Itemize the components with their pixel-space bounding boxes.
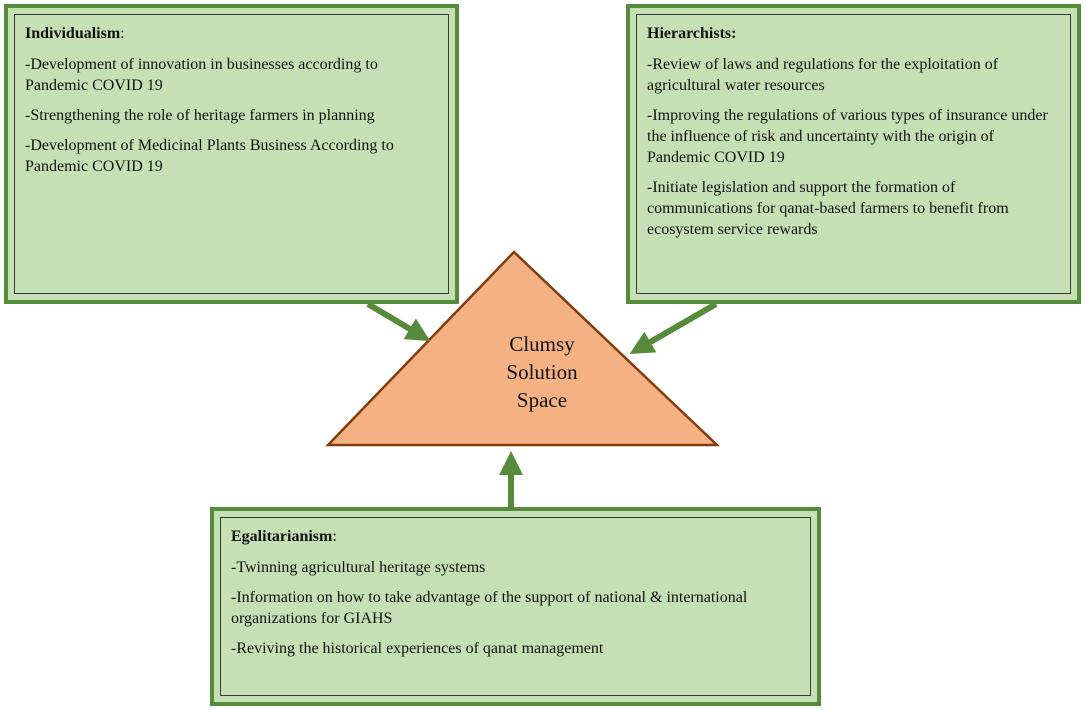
egalitarianism-item: -Twinning agricultural heritage systems <box>231 559 486 576</box>
individualism-box: Individualism: -Development of innovatio… <box>4 4 459 304</box>
egalitarianism-box-inner: Egalitarianism: -Twinning agricultural h… <box>220 517 811 696</box>
hierarchists-box-inner: Hierarchists: -Review of laws and regula… <box>636 14 1071 294</box>
arrow-hierarchists-to-center <box>629 301 718 355</box>
hierarchists-item: -Initiate legislation and support the fo… <box>647 179 1009 238</box>
individualism-item: -Strengthening the role of heritage farm… <box>25 107 375 124</box>
egalitarianism-title: Egalitarianism: <box>231 528 337 545</box>
individualism-item: -Development of innovation in businesses… <box>25 56 378 94</box>
hierarchists-item: -Review of laws and regulations for the … <box>647 56 999 94</box>
center-label-line: Solution <box>506 360 578 384</box>
hierarchists-title: Hierarchists: <box>647 25 737 42</box>
hierarchists-item: -Improving the regulations of various ty… <box>647 107 1048 166</box>
egalitarianism-item: -Information on how to take advantage of… <box>231 589 748 627</box>
hierarchists-box: Hierarchists: -Review of laws and regula… <box>626 4 1081 304</box>
individualism-item: -Development of Medicinal Plants Busines… <box>25 137 394 175</box>
arrow-individualism-to-center <box>366 301 431 342</box>
center-label: Clumsy Solution Space <box>440 330 644 414</box>
clumsy-solution-triangle <box>325 250 721 447</box>
center-label-line: Space <box>516 388 568 412</box>
egalitarianism-box: Egalitarianism: -Twinning agricultural h… <box>210 507 821 706</box>
individualism-box-inner: Individualism: -Development of innovatio… <box>14 14 449 294</box>
center-label-line: Clumsy <box>509 332 575 356</box>
individualism-title: Individualism: <box>25 25 125 42</box>
egalitarianism-item: -Reviving the historical experiences of … <box>231 640 604 657</box>
